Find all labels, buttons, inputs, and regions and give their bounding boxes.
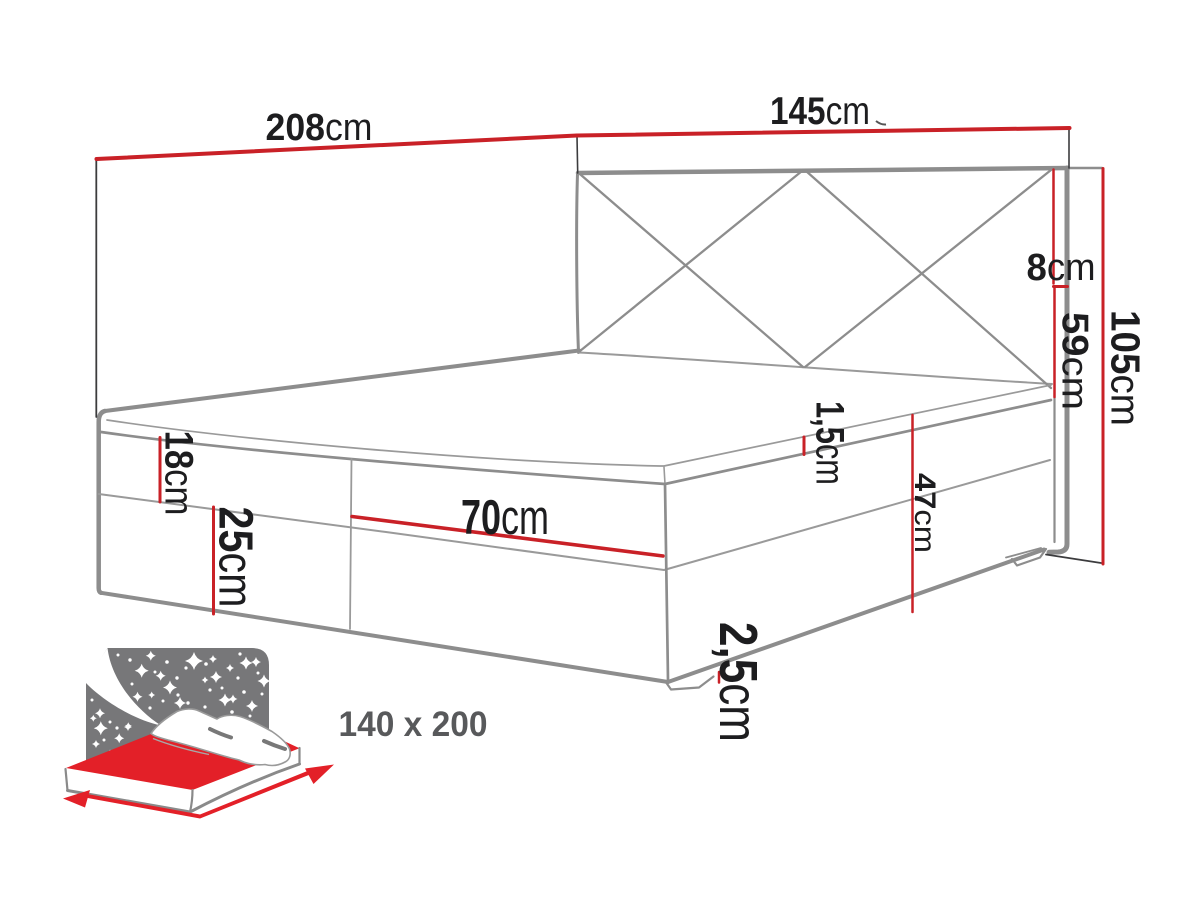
svg-text:105cm: 105cm [1102,310,1148,426]
svg-text:2,5cm: 2,5cm [708,622,768,742]
svg-text:59cm: 59cm [1054,312,1095,410]
svg-text:25cm: 25cm [209,507,262,608]
svg-text:18cm: 18cm [157,431,201,516]
svg-text:208cm: 208cm [266,107,373,149]
svg-text:145cm: 145cm [770,90,870,133]
svg-text:140 x 200: 140 x 200 [339,705,488,744]
svg-text:8cm: 8cm [1027,247,1096,289]
svg-text:47cm: 47cm [908,473,941,553]
svg-text:1,5cm: 1,5cm [808,401,852,485]
svg-text:70cm: 70cm [461,491,549,545]
